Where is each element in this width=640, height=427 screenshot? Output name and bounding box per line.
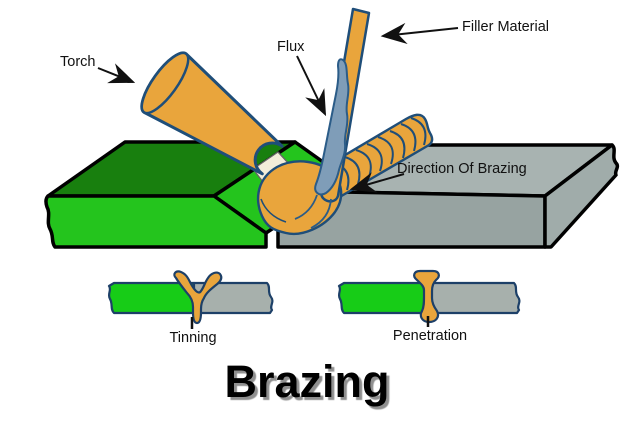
filler-material-arrow: [380, 22, 459, 45]
label-direction-of-brazing: Direction Of Brazing: [397, 161, 527, 177]
label-filler-material: Filler Material: [462, 19, 550, 35]
penetration-green-bar: [337, 281, 427, 315]
tinning-green-bar: [107, 281, 196, 315]
label-torch: Torch: [60, 54, 96, 70]
penetration-column: [413, 269, 440, 324]
green-plate-front-face: [44, 194, 268, 249]
direction-of-brazing-arrow: [349, 172, 405, 193]
tinning-fillet: [173, 270, 223, 325]
tinning-gray-bar: [192, 281, 274, 315]
label-flux: Flux: [277, 39, 305, 55]
tinning-section: [107, 270, 274, 325]
label-tinning: Tinning: [169, 330, 217, 346]
flux-arrow: [296, 55, 327, 117]
penetration-section: [337, 269, 521, 324]
flux-drip-lines: [294, 194, 332, 229]
label-penetration: Penetration: [392, 328, 468, 344]
gray-plate-end-face: [543, 143, 620, 249]
penetration-gray-bar: [427, 281, 521, 315]
weld-pool-detail: [260, 198, 287, 223]
torch-body: [140, 51, 284, 176]
page-title: Brazing: [224, 356, 390, 407]
torch-end-cap: [140, 51, 190, 115]
flux-coating: [314, 58, 350, 196]
torch-arrow: [97, 63, 136, 84]
